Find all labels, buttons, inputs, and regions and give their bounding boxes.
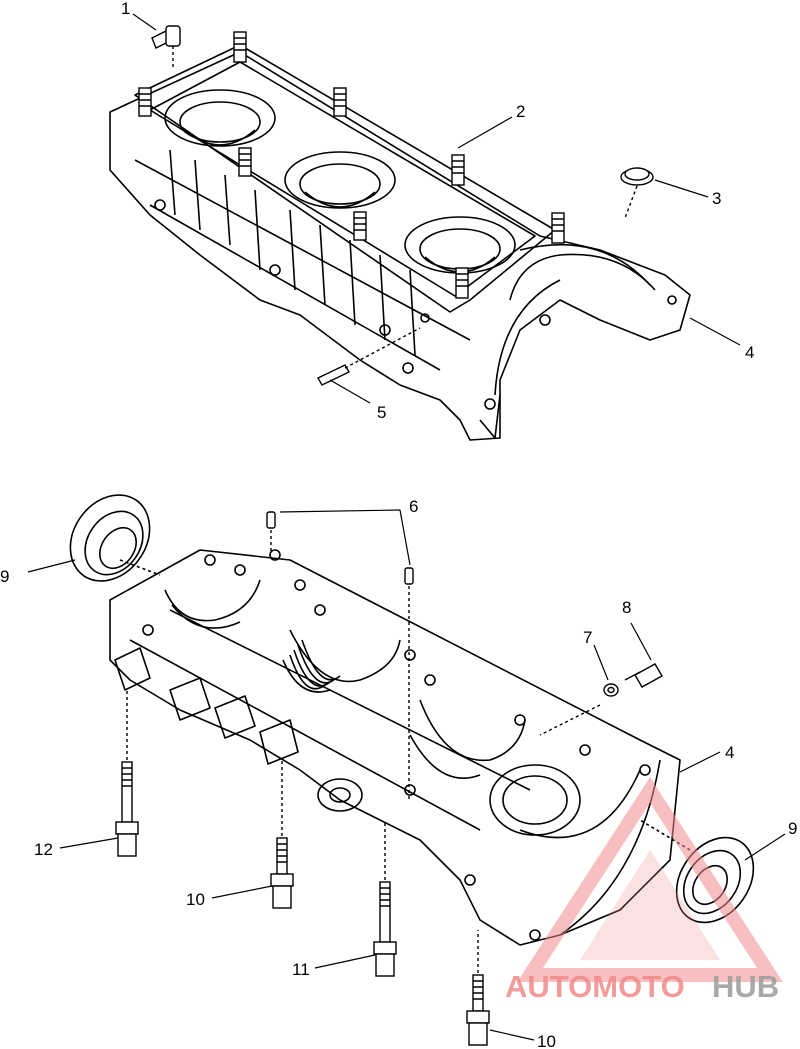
- watermark-text-2: HUB: [712, 969, 779, 1004]
- stud: [451, 154, 465, 186]
- leader-lines: [27, 13, 786, 1041]
- callout-9-left: 9: [0, 567, 9, 586]
- center-ribs: [289, 639, 341, 690]
- callout-4-bottom: 4: [725, 743, 734, 762]
- callout-7: 7: [583, 628, 592, 647]
- watermark-logo: AUTOMOTO HUB: [505, 777, 783, 1004]
- stud: [238, 147, 252, 177]
- callout-12: 12: [34, 840, 53, 859]
- plug: [620, 167, 654, 219]
- bolt-12: [115, 690, 139, 857]
- cylinder-studs: [138, 31, 565, 299]
- callout-3: 3: [712, 189, 721, 208]
- elbow-fitting: [151, 25, 181, 68]
- stud: [353, 211, 367, 241]
- washer: [603, 683, 619, 697]
- callout-8: 8: [622, 598, 631, 617]
- stud: [551, 212, 565, 244]
- watermark-text-1: AUTOMOTO: [505, 969, 685, 1004]
- callout-2: 2: [516, 102, 525, 121]
- callout-6: 6: [409, 497, 418, 516]
- bolt-10-mid: [270, 760, 294, 909]
- callout-10-bottom: 10: [537, 1032, 556, 1049]
- callout-11: 11: [292, 960, 310, 979]
- callout-9-right: 9: [788, 819, 797, 838]
- stud: [138, 87, 152, 117]
- stud: [455, 267, 469, 299]
- bolt-11: [373, 820, 397, 977]
- stud: [333, 87, 347, 117]
- callout-5: 5: [377, 403, 386, 422]
- callout-4-top: 4: [745, 343, 754, 362]
- callout-1: 1: [121, 0, 130, 18]
- callout-10-mid: 10: [186, 890, 205, 909]
- seal-left: [69, 494, 161, 582]
- bolt-10-bottom: [466, 930, 490, 1046]
- dowel-pins: [266, 511, 414, 800]
- screw: [539, 663, 663, 736]
- upper-crankcase: [109, 44, 691, 441]
- stud: [233, 31, 247, 63]
- pin: [317, 327, 421, 386]
